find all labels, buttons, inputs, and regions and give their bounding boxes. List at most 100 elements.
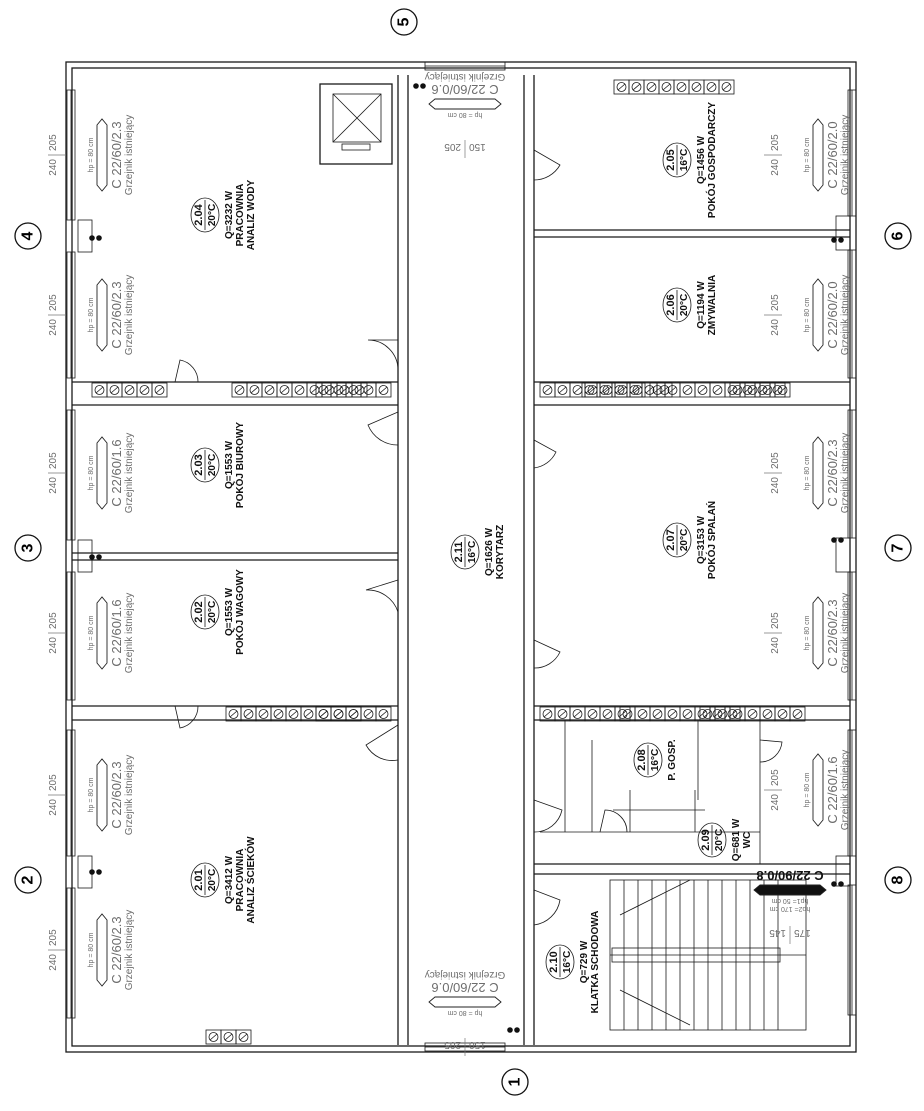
radiator-mount-height: hp = 80 cm: [88, 615, 95, 650]
axis-label: 3: [20, 543, 37, 552]
radiator-mount-height: hp1= 50 cm: [771, 897, 808, 904]
room-number: 2.11: [453, 542, 465, 563]
grille: [581, 382, 673, 398]
radiator-mount-height: hp = 80 cm: [447, 1009, 482, 1016]
grille: [231, 382, 368, 398]
axis-label: 4: [20, 231, 37, 240]
room-heat-load: Q=3153 W: [696, 515, 707, 564]
radiator-mount-height: hp = 80 cm: [88, 455, 95, 490]
radiator-mount-height: hp = 80 cm: [804, 615, 811, 650]
radiator-mount-height: hp = 80 cm: [804, 772, 811, 807]
doors: [174, 149, 783, 926]
room-temp: 20°C: [679, 294, 690, 316]
axis-marker: 3: [14, 534, 42, 562]
room-heat-load: Q=3412 W: [224, 855, 235, 904]
grille: [205, 1029, 252, 1045]
room-temp: 16°C: [562, 951, 573, 973]
room-name: PRACOWNIA: [235, 184, 246, 247]
riser-dot: [96, 554, 102, 560]
axis-marker: 1: [501, 1068, 529, 1096]
grille: [91, 382, 168, 398]
room-number: 2.01: [193, 869, 205, 890]
room-number: 2.07: [665, 529, 677, 550]
room-temp: 20°C: [207, 601, 218, 623]
radiator-mount-height: hp = 80 cm: [804, 137, 811, 172]
radiator-type: C 22/60/0.6: [431, 82, 498, 97]
radiator-dim-2: 205: [770, 612, 781, 629]
radiator-mount-height: hp = 80 cm: [804, 455, 811, 490]
riser-dot: [89, 235, 95, 241]
radiator-note: Grzejnik istniejący: [124, 115, 135, 196]
room-name: ZMYWALNIA: [707, 275, 718, 336]
radiator-dim-2: 205: [48, 774, 59, 791]
room-heat-load: Q=681 W: [731, 818, 742, 861]
radiator-dim-2: 205: [770, 452, 781, 469]
axis-marker: 8: [884, 866, 912, 894]
room-heat-load: Q=1456 W: [696, 135, 707, 184]
grille: [315, 382, 392, 398]
radiator-note: Grzejnik istniejący: [124, 755, 135, 836]
radiator-dim-2: 205: [444, 1039, 461, 1050]
riser-dot: [838, 237, 844, 243]
axis-label: 5: [396, 17, 413, 26]
room-number: 2.05: [665, 149, 677, 170]
radiator-mount-height: hp = 80 cm: [804, 297, 811, 332]
radiator-note: Grzejnik istniejący: [124, 433, 135, 514]
room-temp: 20°C: [207, 454, 218, 476]
radiator-dim-2: 205: [770, 294, 781, 311]
room-temp: 20°C: [207, 869, 218, 891]
radiator-note: Grzejnik istniejący: [124, 275, 135, 356]
room-name: POKÓJ WAGOWY: [233, 569, 246, 655]
radiator-type: C 22/60/1.6: [825, 756, 840, 823]
room-heat-load: Q=1553 W: [224, 440, 235, 489]
riser-dot: [507, 1027, 513, 1033]
radiator-type: C 22/60/2.3: [109, 121, 124, 188]
room-name: ANALIZ ŚCIEKÓW: [244, 836, 257, 924]
room-name: KLATKA SCHODOWA: [590, 911, 601, 1014]
grille: [699, 706, 806, 722]
riser-dot: [831, 881, 837, 887]
room-name: WC: [742, 832, 753, 849]
room-name: POKÓJ SPALAŃ: [705, 501, 718, 579]
room-number: 2.06: [665, 294, 677, 315]
axis-label: 8: [890, 875, 907, 884]
radiator-dim-1: 240: [48, 159, 59, 176]
radiator-note: Grzejnik istniejący: [840, 115, 851, 196]
room-name: P. GOSP.: [667, 739, 678, 781]
riser-dot: [831, 537, 837, 543]
room-number: 2.03: [193, 454, 205, 475]
axis-label: 1: [507, 1077, 524, 1086]
room-heat-load: Q=1626 W: [484, 527, 495, 576]
radiator-dim-1: 240: [770, 794, 781, 811]
radiator-mount-height: hp = 80 cm: [88, 932, 95, 967]
radiator-dim-2: 205: [770, 134, 781, 151]
riser-dot: [420, 83, 426, 89]
radiator-dim-2: 205: [444, 141, 461, 152]
room-name: ANALIZ WODY: [246, 179, 257, 250]
axis-label: 2: [20, 875, 37, 884]
windows: [66, 61, 857, 1052]
radiator-dim-2: 205: [48, 929, 59, 946]
room-temp: 20°C: [714, 829, 725, 851]
radiator-note: Grzejnik istniejący: [840, 433, 851, 514]
axis-marker: 2: [14, 866, 42, 894]
radiator-mount-height: hp = 80 cm: [88, 777, 95, 812]
room-number: 2.04: [193, 203, 205, 225]
radiator-dim-2: 205: [48, 134, 59, 151]
radiator-type: C 22/60/2.3: [109, 761, 124, 828]
